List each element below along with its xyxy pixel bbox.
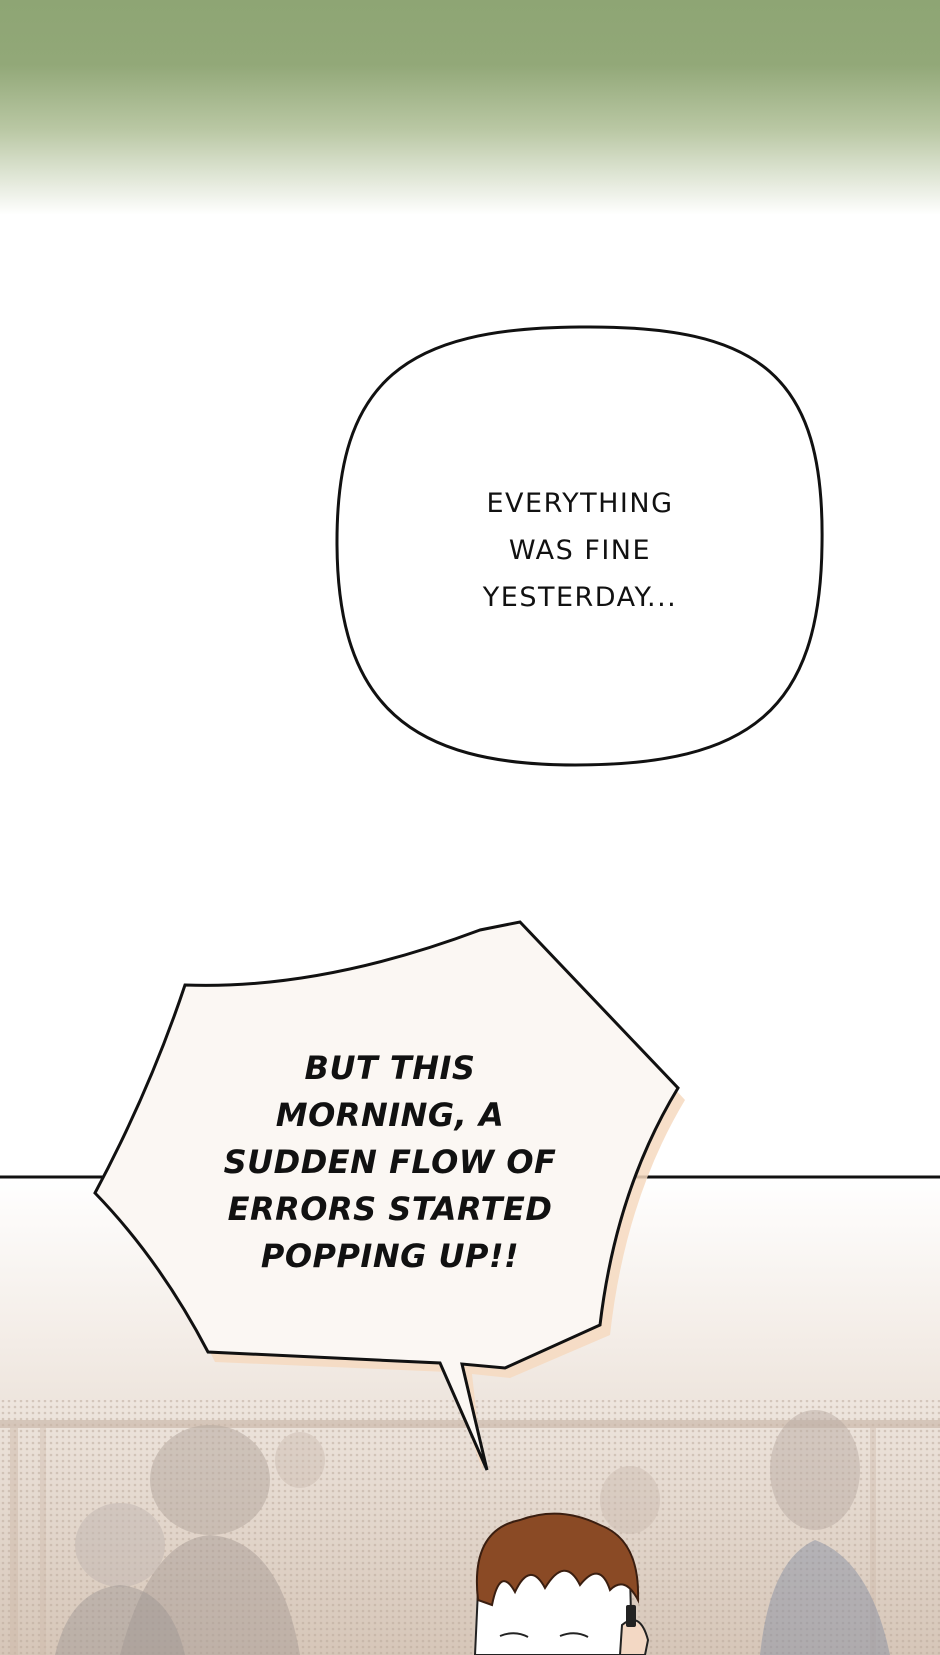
background-person	[55, 1585, 185, 1655]
phone-icon	[626, 1605, 636, 1627]
speech-bubble-1	[335, 325, 824, 767]
background-person	[75, 1503, 165, 1587]
background-person	[760, 1540, 890, 1655]
background-person	[150, 1425, 270, 1535]
speech-bubble-2	[93, 920, 685, 1472]
character-brown-haired-man	[473, 1512, 650, 1655]
background-person	[120, 1535, 300, 1655]
speech-bubble-2-text: BUT THIS MORNING, A SUDDEN FLOW OF ERROR…	[223, 1049, 557, 1275]
character-hair	[476, 1512, 640, 1607]
speech-bubble-1-text: EVERYTHING WAS FINE YESTERDAY...	[482, 488, 678, 613]
top-panel-gradient	[0, 0, 940, 215]
background-person	[275, 1432, 325, 1488]
background-person	[770, 1410, 860, 1530]
background-person	[600, 1466, 660, 1534]
